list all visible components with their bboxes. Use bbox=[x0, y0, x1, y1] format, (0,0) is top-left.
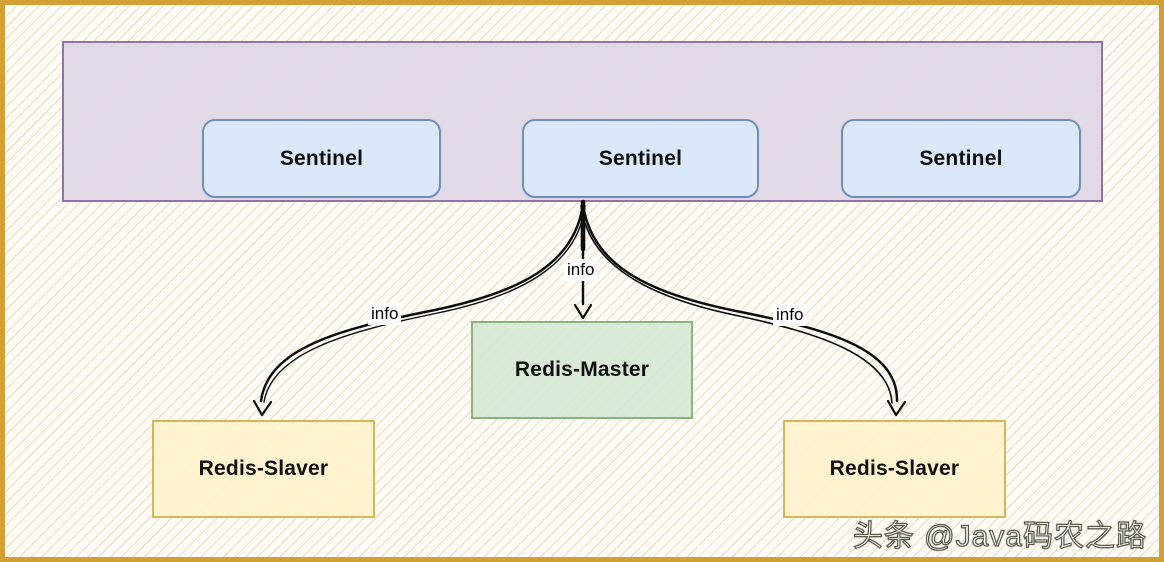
node-sentinel-1-label: Sentinel bbox=[279, 146, 364, 170]
node-sentinel-2: Sentinel bbox=[522, 119, 759, 198]
node-redis-slaver-right: Redis-Slaver bbox=[783, 420, 1006, 518]
node-redis-master-label: Redis-Master bbox=[514, 358, 650, 381]
node-sentinel-2-label: Sentinel bbox=[598, 146, 683, 170]
edge-label-info-left: info bbox=[368, 303, 402, 325]
watermark-text: 头条 @Java码农之路 bbox=[852, 519, 1147, 553]
arrowhead-slaver-right bbox=[886, 399, 907, 417]
arrowhead-master bbox=[573, 303, 593, 320]
node-redis-slaver-right-label: Redis-Slaver bbox=[829, 457, 960, 480]
sentinel-group-container: Sentinel Sentinel Sentinel bbox=[62, 41, 1103, 202]
node-redis-master: Redis-Master bbox=[471, 321, 693, 419]
node-sentinel-1: Sentinel bbox=[202, 119, 441, 198]
node-sentinel-3-label: Sentinel bbox=[919, 146, 1003, 170]
node-redis-slaver-left: Redis-Slaver bbox=[152, 420, 375, 518]
edge-label-info-center: info bbox=[564, 259, 598, 281]
node-redis-slaver-left-label: Redis-Slaver bbox=[198, 457, 329, 480]
node-sentinel-3: Sentinel bbox=[841, 119, 1081, 198]
edge-label-info-right: info bbox=[773, 304, 807, 326]
arrowhead-slaver-left bbox=[252, 399, 273, 417]
